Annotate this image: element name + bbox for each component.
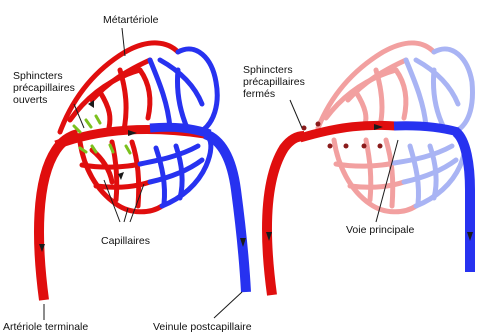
right-main-pathway-venous <box>394 126 458 132</box>
open-sphincters-line-1: Sphincters <box>13 70 75 82</box>
open-sphincters-line-3: ouverts <box>13 94 75 106</box>
closed-sphincters-line-3: fermés <box>243 88 305 100</box>
capillaries-label: Capillaires <box>101 235 150 247</box>
closed-sphincters-line-1: Sphincters <box>243 64 305 76</box>
closed-sphincters-line-2: précapillaires <box>243 76 305 88</box>
left-flow-arrows <box>39 100 246 252</box>
open-sphincters-label: Sphincters précapillaires ouverts <box>13 70 75 106</box>
left-terminal-arteriole <box>39 134 78 300</box>
main-pathway-label: Voie principale <box>346 224 414 236</box>
right-postcapillary-venule <box>456 132 470 272</box>
postcapillary-venule-label: Veinule postcapillaire <box>153 321 252 333</box>
right-terminal-arteriole <box>267 136 304 295</box>
metarteriole-label: Métartériole <box>103 14 158 26</box>
open-sphincters-line-2: précapillaires <box>13 82 75 94</box>
closed-sphincters-label: Sphincters précapillaires fermés <box>243 64 305 100</box>
terminal-arteriole-label: Artériole terminale <box>3 321 88 333</box>
